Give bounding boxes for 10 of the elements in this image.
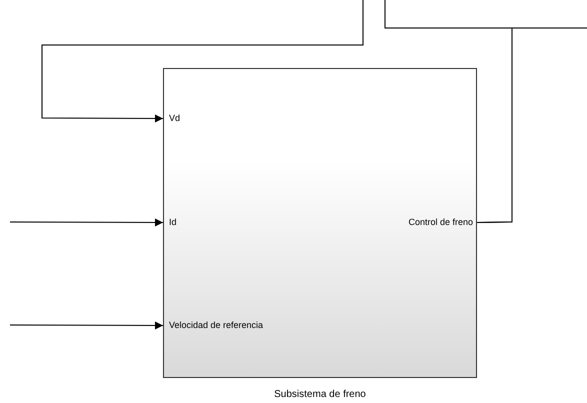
port-label: Vd (169, 113, 180, 124)
port-label: Id (169, 217, 177, 228)
signal-line (476, 28, 587, 223)
port-label: Velocidad de referencia (169, 320, 264, 331)
signal-line (10, 321, 164, 330)
block-caption: Subsistema de freno (273, 389, 367, 400)
port-label: Control de freno (408, 217, 473, 228)
subsystem-block (163, 68, 477, 378)
signal-line (10, 218, 164, 226)
signal-line (42, 0, 364, 122)
